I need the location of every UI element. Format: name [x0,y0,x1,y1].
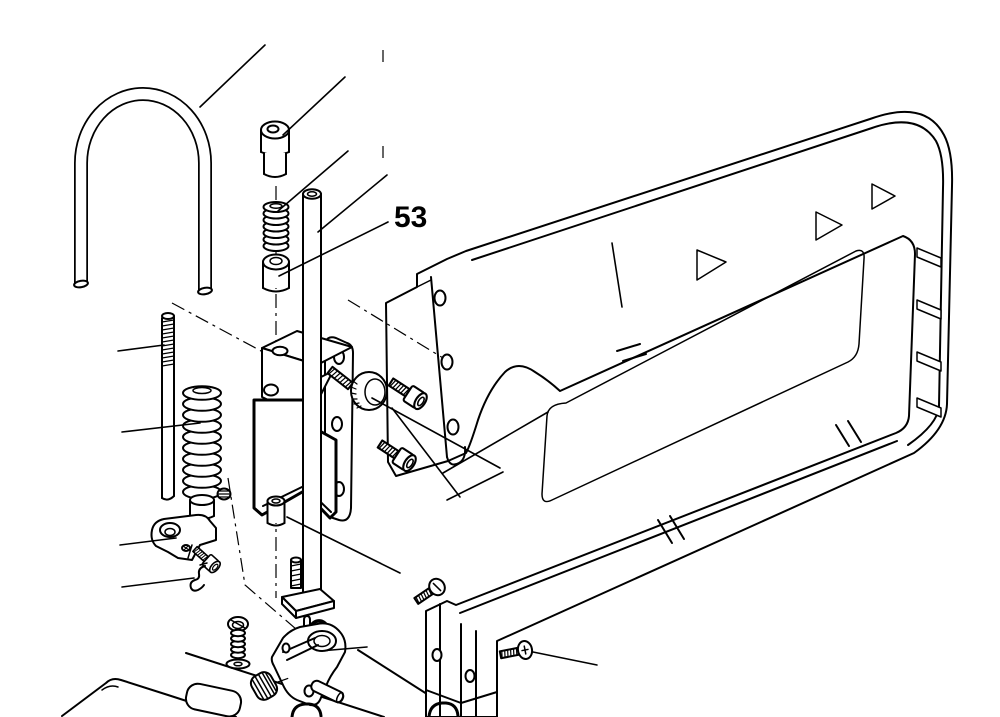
shoulder-pin [260,120,290,178]
guide-rod [302,188,322,600]
callout-53-label: 53 [394,201,427,234]
retainer-clip [189,562,208,592]
pin-spring [262,201,290,252]
bracket-cap-screw [192,545,221,574]
roller-axis [274,676,293,684]
lower-cap-screw [376,439,417,473]
frame-ribs-right [916,247,942,418]
frame-end-block [425,603,498,717]
spacer-sleeve [262,253,290,293]
compression-spring [182,385,222,500]
slotted-screw-spring-washer [225,616,251,670]
rod-clamp-bracket [150,513,217,561]
base-plate [61,649,453,717]
c-frame [347,110,954,717]
washer-nut [216,487,232,501]
cam-clamp [270,622,347,707]
frame-mount-plate [416,276,467,466]
u-tube-handle [73,87,213,296]
frame-gussets [696,183,896,281]
spacer-bushing [266,495,286,527]
cutoff-parts [290,701,460,717]
rail-face-screw [498,640,534,660]
clamp-pin [310,679,345,704]
foot-plate [281,588,335,619]
leader-lines [117,44,623,666]
frame-rib-marks [616,343,862,544]
upper-cap-screw [387,377,428,411]
pan-head-screw [413,577,446,605]
foot-stud [290,556,302,589]
knurled-roller [249,671,279,701]
threaded-rod [161,312,175,501]
